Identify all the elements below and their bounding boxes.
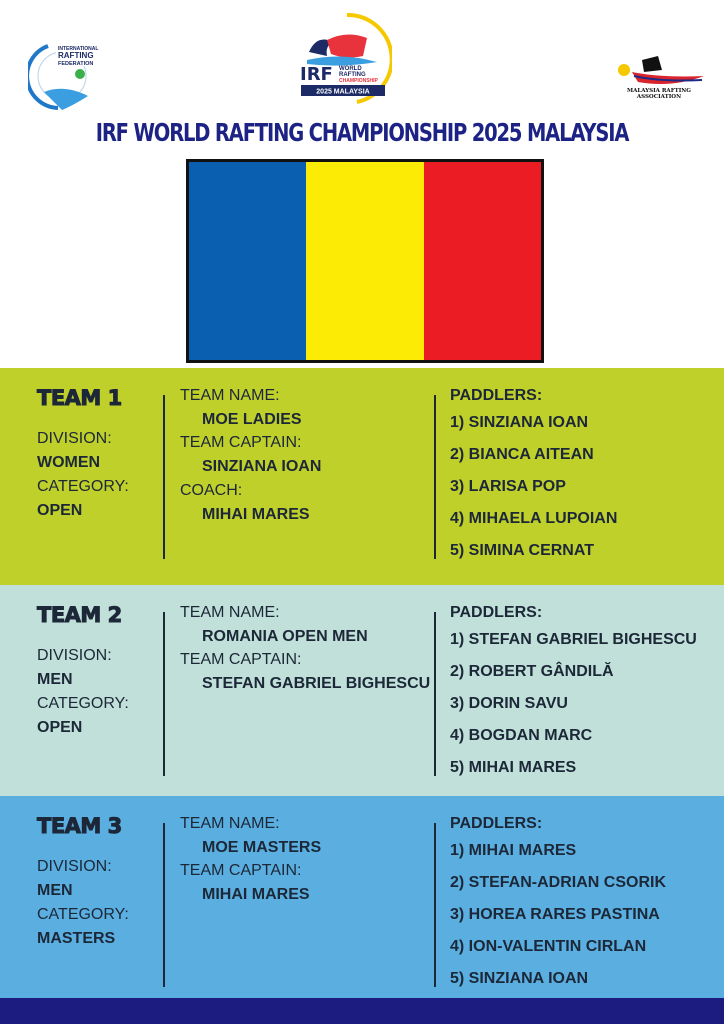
team-captain-label: TEAM CAPTAIN: (180, 651, 302, 668)
svg-text:MALAYSIA RAFTING: MALAYSIA RAFTING (627, 88, 691, 94)
team-name-value: MOE LADIES (202, 411, 302, 428)
flag-stripe-yellow (306, 162, 424, 360)
team-section: TEAM 1 DIVISION: WOMEN CATEGORY: OPEN TEAM NA… (0, 368, 724, 585)
romania-flag (186, 159, 544, 363)
team-name-value: MOE MASTERS (202, 839, 322, 856)
footer-band (0, 998, 724, 1024)
team-name-label: TEAM NAME: (180, 815, 280, 832)
paddler-item: 5) SIMINA CERNAT (450, 542, 594, 559)
column-divider (163, 823, 165, 987)
category-value: MASTERS (37, 930, 116, 947)
division-label: DIVISION: (37, 858, 112, 875)
page-title: IRF WORLD RAFTING CHAMPIONSHIP 2025 MALA… (95, 118, 630, 147)
division-label: DIVISION: (37, 647, 112, 664)
svg-text:CHAMPIONSHIP: CHAMPIONSHIP (339, 78, 379, 84)
paddler-item: 4) MIHAELA LUPOIAN (450, 510, 618, 527)
category-label: CATEGORY: (37, 906, 129, 923)
paddlers-label: PADDLERS: (450, 815, 543, 832)
paddler-item: 5) SINZIANA IOAN (450, 970, 589, 987)
championship-logo: IRF WORLD RAFTING CHAMPIONSHIP 2025 MALA… (297, 12, 394, 104)
paddler-item: 2) BIANCA AITEAN (450, 446, 594, 463)
column-divider (163, 395, 165, 559)
team-captain-value: STEFAN GABRIEL BIGHESCU (202, 675, 431, 692)
paddler-item: 3) LARISA POP (450, 478, 566, 495)
division-value: WOMEN (37, 454, 101, 471)
paddler-item: 1) STEFAN GABRIEL BIGHESCU (450, 631, 697, 648)
team-title: TEAM 3 (37, 814, 123, 839)
team-captain-label: TEAM CAPTAIN: (180, 862, 302, 879)
paddler-item: 4) BOGDAN MARC (450, 727, 593, 744)
paddler-item: 2) STEFAN-ADRIAN CSORIK (450, 874, 667, 891)
svg-text:RAFTING: RAFTING (58, 51, 94, 60)
team-section: TEAM 3 DIVISION: MEN CATEGORY: MASTERS TEAM N… (0, 796, 724, 999)
team-captain-label: TEAM CAPTAIN: (180, 434, 302, 451)
category-label: CATEGORY: (37, 478, 129, 495)
column-divider (163, 612, 165, 776)
category-value: OPEN (37, 719, 83, 736)
svg-text:WORLD: WORLD (339, 66, 362, 72)
team-captain-value: SINZIANA IOAN (202, 458, 322, 475)
svg-text:ASSOCIATION: ASSOCIATION (636, 94, 681, 100)
paddlers-label: PADDLERS: (450, 604, 543, 621)
paddler-item: 5) MIHAI MARES (450, 759, 577, 776)
column-divider (434, 823, 436, 987)
paddler-item: 4) ION-VALENTIN CIRLAN (450, 938, 647, 955)
paddler-item: 1) MIHAI MARES (450, 842, 577, 859)
coach-label: COACH: (180, 482, 243, 499)
category-value: OPEN (37, 502, 83, 519)
team-name-label: TEAM NAME: (180, 604, 280, 621)
team-name-value: ROMANIA OPEN MEN (202, 628, 368, 645)
svg-text:FEDERATION: FEDERATION (58, 61, 93, 67)
flag-stripe-blue (189, 162, 307, 360)
team-captain-value: MIHAI MARES (202, 886, 310, 903)
paddler-item: 2) ROBERT GÂNDILĂ (450, 663, 614, 680)
paddler-item: 3) HOREA RARES PASTINA (450, 906, 660, 923)
paddler-item: 3) DORIN SAVU (450, 695, 568, 712)
flag-stripe-red (423, 162, 541, 360)
division-label: DIVISION: (37, 430, 112, 447)
svg-text:RAFTING: RAFTING (339, 72, 366, 78)
svg-text:2025 MALAYSIA: 2025 MALAYSIA (316, 89, 369, 96)
category-label: CATEGORY: (37, 695, 129, 712)
coach-value: MIHAI MARES (202, 506, 310, 523)
malaysia-rafting-association-logo: MALAYSIA RAFTING ASSOCIATION (612, 52, 707, 100)
paddlers-label: PADDLERS: (450, 387, 543, 404)
svg-text:INTERNATIONAL: INTERNATIONAL (58, 46, 98, 52)
team-title: TEAM 1 (37, 386, 123, 411)
team-name-label: TEAM NAME: (180, 387, 280, 404)
team-section: TEAM 2 DIVISION: MEN CATEGORY: OPEN TEAM NAME… (0, 585, 724, 796)
column-divider (434, 395, 436, 559)
paddler-item: 1) SINZIANA IOAN (450, 414, 589, 431)
team-title: TEAM 2 (37, 603, 123, 628)
svg-text:IRF: IRF (300, 64, 333, 85)
irf-federation-logo: INTERNATIONAL RAFTING FEDERATION (25, 40, 100, 112)
column-divider (434, 612, 436, 776)
division-value: MEN (37, 671, 73, 688)
division-value: MEN (37, 882, 73, 899)
